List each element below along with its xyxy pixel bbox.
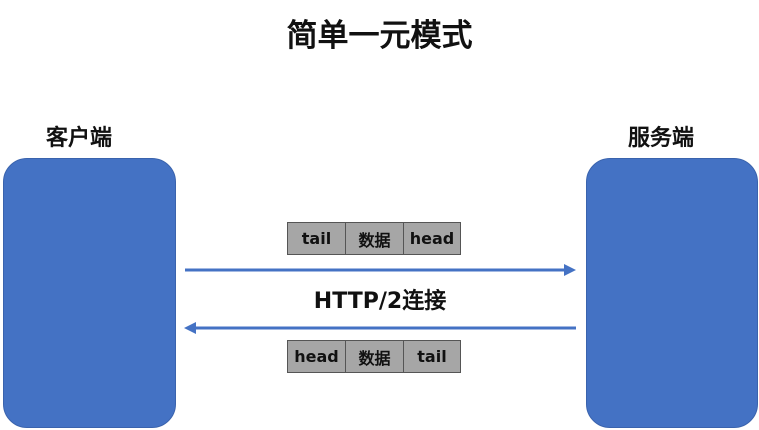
connection-label: HTTP/2连接 [313, 289, 447, 314]
request-arrow-head [564, 264, 576, 276]
response-frame: head 数据 tail [287, 340, 461, 373]
request-frame-cell: head [404, 223, 460, 254]
response-frame-cell: 数据 [346, 341, 404, 372]
client-label: 客户端 [46, 126, 113, 151]
client-node [3, 158, 176, 428]
response-arrow-head [184, 322, 196, 334]
request-frame: tail 数据 head [287, 222, 461, 255]
diagram-title: 简单一元模式 [286, 18, 473, 54]
server-label: 服务端 [628, 126, 695, 151]
response-frame-cell: head [288, 341, 346, 372]
request-frame-cell: 数据 [346, 223, 404, 254]
response-frame-cell: tail [404, 341, 460, 372]
request-frame-cell: tail [288, 223, 346, 254]
server-node [586, 158, 758, 428]
